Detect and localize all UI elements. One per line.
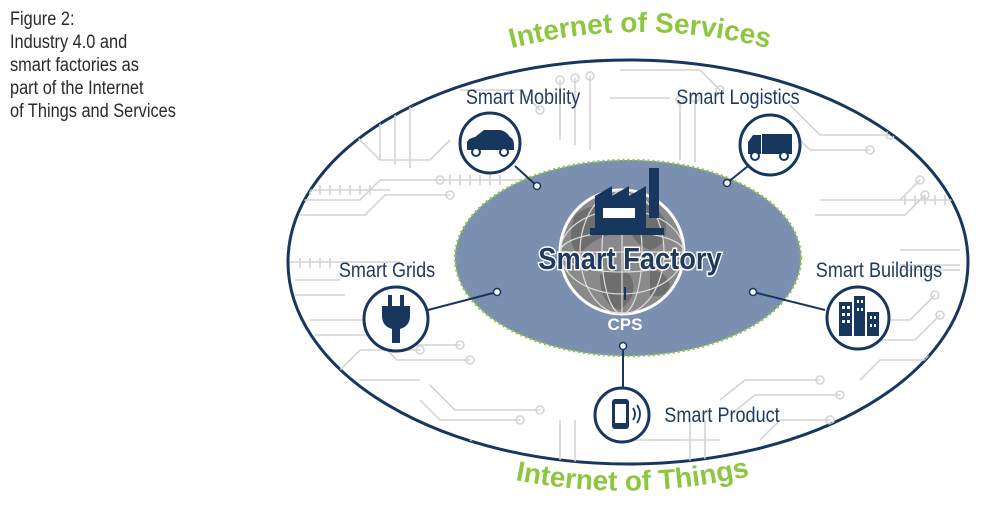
center-label: Smart Factory [538, 242, 722, 276]
node-smart-grids [362, 285, 430, 353]
caption-line: smart factories as [10, 55, 139, 76]
node-smart-logistics [738, 113, 802, 177]
mobility-connector-dot [532, 181, 542, 191]
node-label-smart-product: Smart Product [664, 404, 780, 428]
node-smart-mobility [458, 111, 522, 175]
product-connector-dot [618, 341, 628, 351]
node-smart-buildings [825, 285, 891, 351]
internet-of-services-label: Internet of Services [505, 7, 774, 54]
plug-icon [382, 295, 410, 343]
node-label-smart-buildings: Smart Buildings [816, 259, 943, 283]
factory-icon [590, 168, 664, 235]
node-label-smart-grids: Smart Grids [339, 259, 435, 283]
caption-line: Industry 4.0 and [10, 32, 128, 53]
grids-connector-dot [492, 287, 502, 297]
cps-label: CPS [608, 315, 643, 334]
logistics-connector-dot [722, 178, 732, 188]
caption-line: Figure 2: [10, 9, 75, 30]
buildings-icon [839, 296, 879, 336]
node-label-smart-mobility: Smart Mobility [466, 86, 581, 110]
smartphone-icon [612, 399, 641, 429]
node-label-smart-logistics: Smart Logistics [676, 86, 800, 110]
caption-line: part of the Internet [10, 78, 144, 99]
caption-line: of Things and Services [10, 101, 176, 122]
truck-icon [748, 134, 792, 161]
node-smart-product [593, 386, 651, 444]
buildings-connector-dot [748, 287, 758, 297]
figure-caption: Figure 2: Industry 4.0 and smart factori… [10, 8, 176, 123]
car-icon [467, 130, 514, 157]
